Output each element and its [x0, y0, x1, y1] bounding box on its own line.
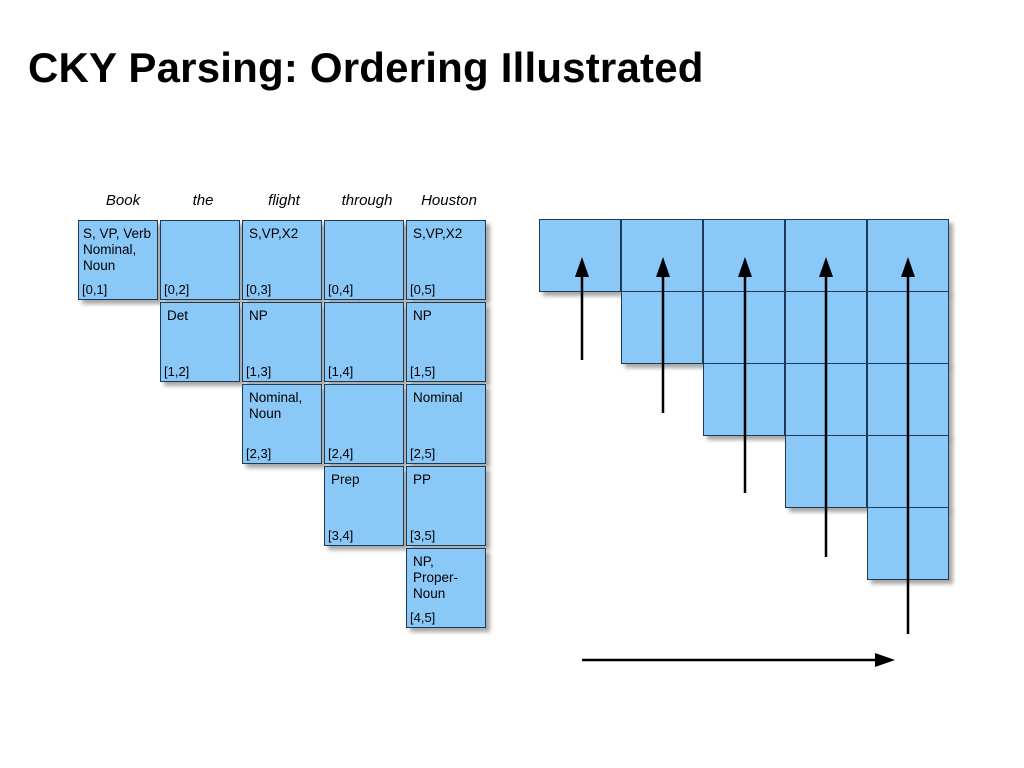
cell-span: [0,5] — [410, 282, 436, 297]
chart-cell-0-3: S,VP,X2 [0,3] — [242, 220, 322, 300]
chart-cell-0-5: S,VP,X2 [0,5] — [406, 220, 486, 300]
word-0: Book — [105, 192, 141, 209]
cell-span: [1,4] — [328, 364, 354, 379]
cell-label: S, VP, Verb Nominal, Noun — [83, 226, 152, 273]
cell-label: S,VP,X2 — [413, 226, 463, 241]
cell-span: [1,3] — [246, 364, 272, 379]
cell-span: [2,5] — [410, 446, 436, 461]
cell-span: [3,5] — [410, 528, 436, 543]
chart-cell-2-3: Nominal, Noun [2,3] — [242, 384, 322, 464]
word-4: Houston — [421, 192, 477, 209]
cell-span: [2,3] — [246, 446, 272, 461]
cell-label: S,VP,X2 — [249, 226, 299, 241]
up-arrowhead-3 — [819, 257, 833, 277]
cell-span: [3,4] — [328, 528, 354, 543]
cell-span: [0,4] — [328, 282, 354, 297]
chart-cell-1-2: Det [1,2] — [160, 302, 240, 382]
cell-span: [0,3] — [246, 282, 272, 297]
cell-label: NP, Proper- Noun — [413, 554, 459, 601]
cell-label: Nominal, Noun — [249, 390, 303, 421]
chart-cell-2-5: Nominal [2,5] — [406, 384, 486, 464]
cell-label: Nominal — [413, 390, 463, 405]
cell-label: NP — [413, 308, 432, 323]
cell-span: [1,2] — [164, 364, 190, 379]
chart-cell-1-5: NP [1,5] — [406, 302, 486, 382]
chart-cell-0-1: S, VP, Verb Nominal, Noun [0,1] — [78, 220, 158, 300]
chart-cell-3-5: PP [3,5] — [406, 466, 486, 546]
cell-span: [4,5] — [410, 610, 436, 625]
cell-label: Det — [167, 308, 189, 323]
word-2: flight — [268, 192, 300, 209]
word-3: through — [341, 192, 393, 209]
chart-cell-1-3: NP [1,3] — [242, 302, 322, 382]
slide-title: CKY Parsing: Ordering Illustrated — [28, 44, 704, 91]
cell-span: [2,4] — [328, 446, 354, 461]
up-arrowhead-1 — [656, 257, 670, 277]
chart-cell-4-5: NP, Proper- Noun [4,5] — [406, 548, 486, 628]
cell-span: [0,2] — [164, 282, 190, 297]
cell-label: PP — [413, 472, 432, 487]
up-arrowhead-0 — [575, 257, 589, 277]
cell-span: [1,5] — [410, 364, 436, 379]
word-1: the — [192, 192, 214, 209]
cell-label: NP — [249, 308, 268, 323]
chart-cell-3-4: Prep [3,4] — [324, 466, 404, 546]
cell-span: [0,1] — [82, 282, 108, 297]
chart-cell-0-2: [0,2] — [160, 220, 240, 300]
up-arrowhead-4 — [901, 257, 915, 277]
chart-cell-0-4: [0,4] — [324, 220, 404, 300]
cell-label: Prep — [331, 472, 360, 487]
chart-cell-2-4: [2,4] — [324, 384, 404, 464]
chart-cell-1-4: [1,4] — [324, 302, 404, 382]
up-arrowhead-2 — [738, 257, 752, 277]
right-arrowhead — [875, 653, 895, 667]
order-cell-0-0 — [539, 219, 621, 292]
